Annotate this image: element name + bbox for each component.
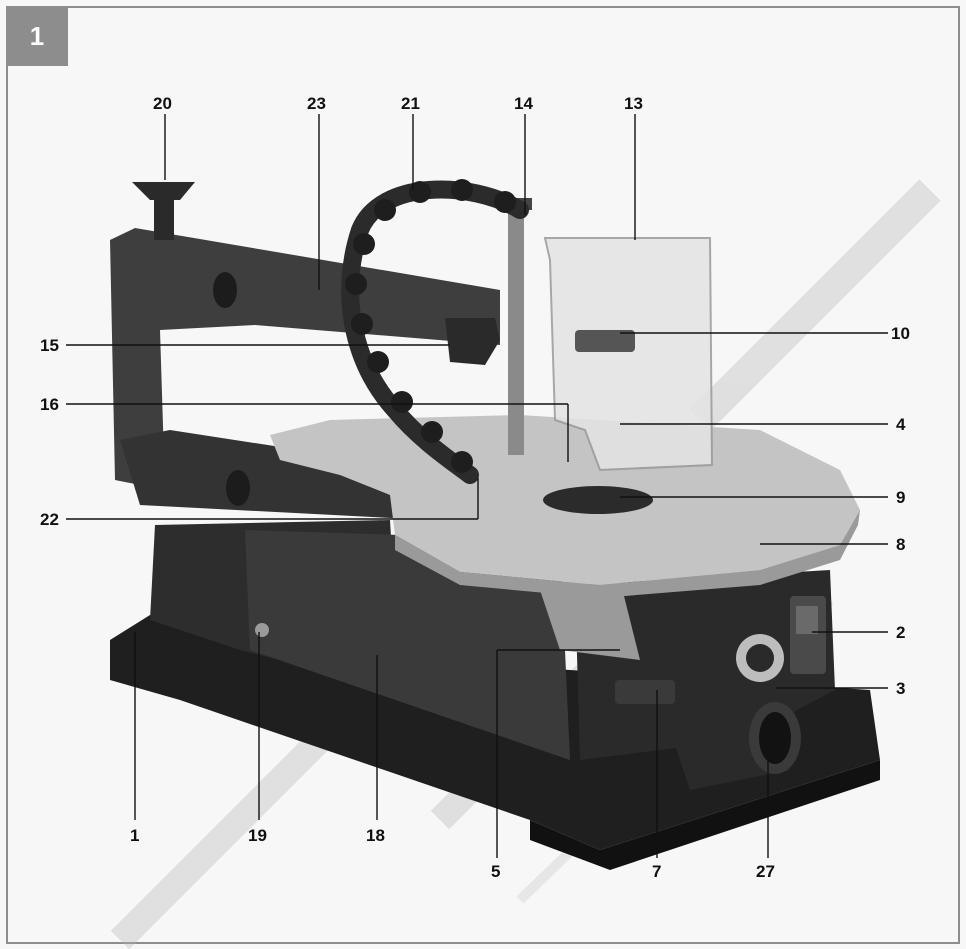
callout-22: 22 <box>40 510 59 529</box>
screw-19 <box>255 623 269 637</box>
callout-5: 5 <box>491 862 501 881</box>
leader-lines <box>66 114 888 858</box>
dust-port <box>660 700 801 790</box>
callout-21: 21 <box>401 94 420 113</box>
callout-20: 20 <box>153 94 172 113</box>
callout-3: 3 <box>896 679 906 698</box>
callout-10: 10 <box>891 324 910 343</box>
figure-number: 1 <box>29 21 45 51</box>
callout-4: 4 <box>896 415 906 434</box>
blade-guard <box>543 237 714 472</box>
hose-segments <box>345 179 516 473</box>
c-arm <box>110 228 500 520</box>
callout-9: 9 <box>896 488 906 507</box>
bevel-scale <box>540 580 675 704</box>
callout-1: 1 <box>130 826 140 845</box>
callout-13: 13 <box>624 94 643 113</box>
table-insert <box>543 486 653 514</box>
tension-knob <box>132 182 195 240</box>
callout-7: 7 <box>652 862 662 881</box>
bevel-lock-knob <box>615 680 675 704</box>
callout-19: 19 <box>248 826 267 845</box>
figure-number-badge: 1 <box>6 6 68 66</box>
callout-8: 8 <box>896 535 906 554</box>
figure-frame <box>6 6 960 944</box>
callout-27: 27 <box>756 862 775 881</box>
callout-23: 23 <box>307 94 326 113</box>
callout-15: 15 <box>40 336 59 355</box>
callout-2: 2 <box>896 623 906 642</box>
callout-14: 14 <box>514 94 533 113</box>
callout-16: 16 <box>40 395 59 414</box>
callout-18: 18 <box>366 826 385 845</box>
